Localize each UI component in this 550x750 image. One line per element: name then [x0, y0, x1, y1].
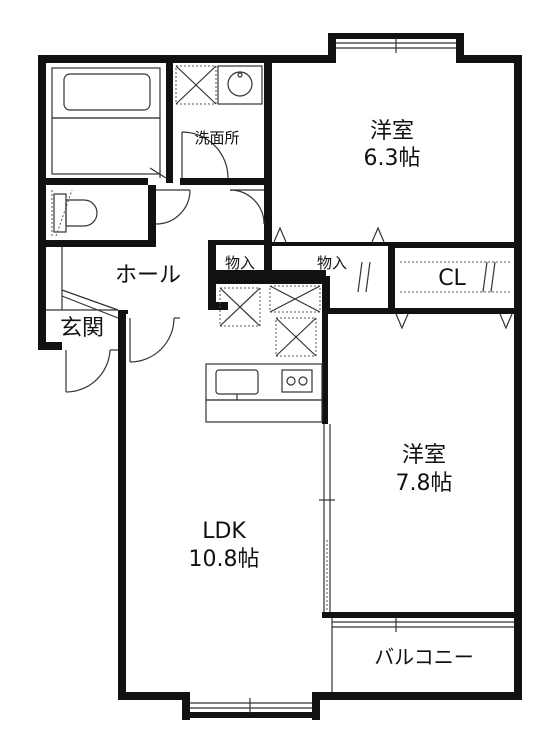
bath-floor	[51, 117, 161, 175]
room-storage-1-label: 物入	[225, 254, 255, 272]
interior-walls	[38, 63, 522, 618]
kitchen-storage	[219, 285, 321, 357]
ldk-door	[129, 317, 180, 363]
room-hall-label: ホール	[115, 263, 181, 288]
washroom-door	[181, 131, 229, 179]
balcony-rail	[331, 617, 514, 692]
outer-walls	[38, 55, 522, 720]
hall-details	[46, 247, 119, 319]
room-western-1-name: 洋室	[370, 119, 414, 144]
room-ldk-size: 10.8帖	[189, 547, 260, 572]
hall-door-bedroom1	[229, 189, 265, 225]
room-washroom-label: 洗面所	[194, 129, 239, 147]
toilet	[51, 189, 98, 237]
storage-closet-details	[273, 226, 513, 330]
bath-door	[149, 167, 167, 179]
room-storage-2-label: 物入	[317, 254, 347, 272]
window-bottom	[190, 698, 312, 713]
room-western-1-size: 6.3帖	[364, 146, 421, 171]
room-balcony-label: バルコニー	[374, 645, 474, 669]
room-western-2-name: 洋室	[402, 443, 446, 468]
window-top	[328, 33, 464, 63]
kitchen-counter	[205, 363, 323, 423]
room-closet-label: CL	[438, 266, 466, 291]
toilet-door	[155, 189, 191, 225]
bathtub	[51, 67, 161, 119]
room-entrance-label: 玄関	[60, 316, 104, 341]
room-ldk-name: LDK	[202, 519, 246, 544]
room-western-2-size: 7.8帖	[396, 471, 453, 496]
entrance-door	[65, 349, 118, 393]
sliding-partition	[319, 424, 335, 612]
washbasin-counter	[175, 65, 263, 105]
